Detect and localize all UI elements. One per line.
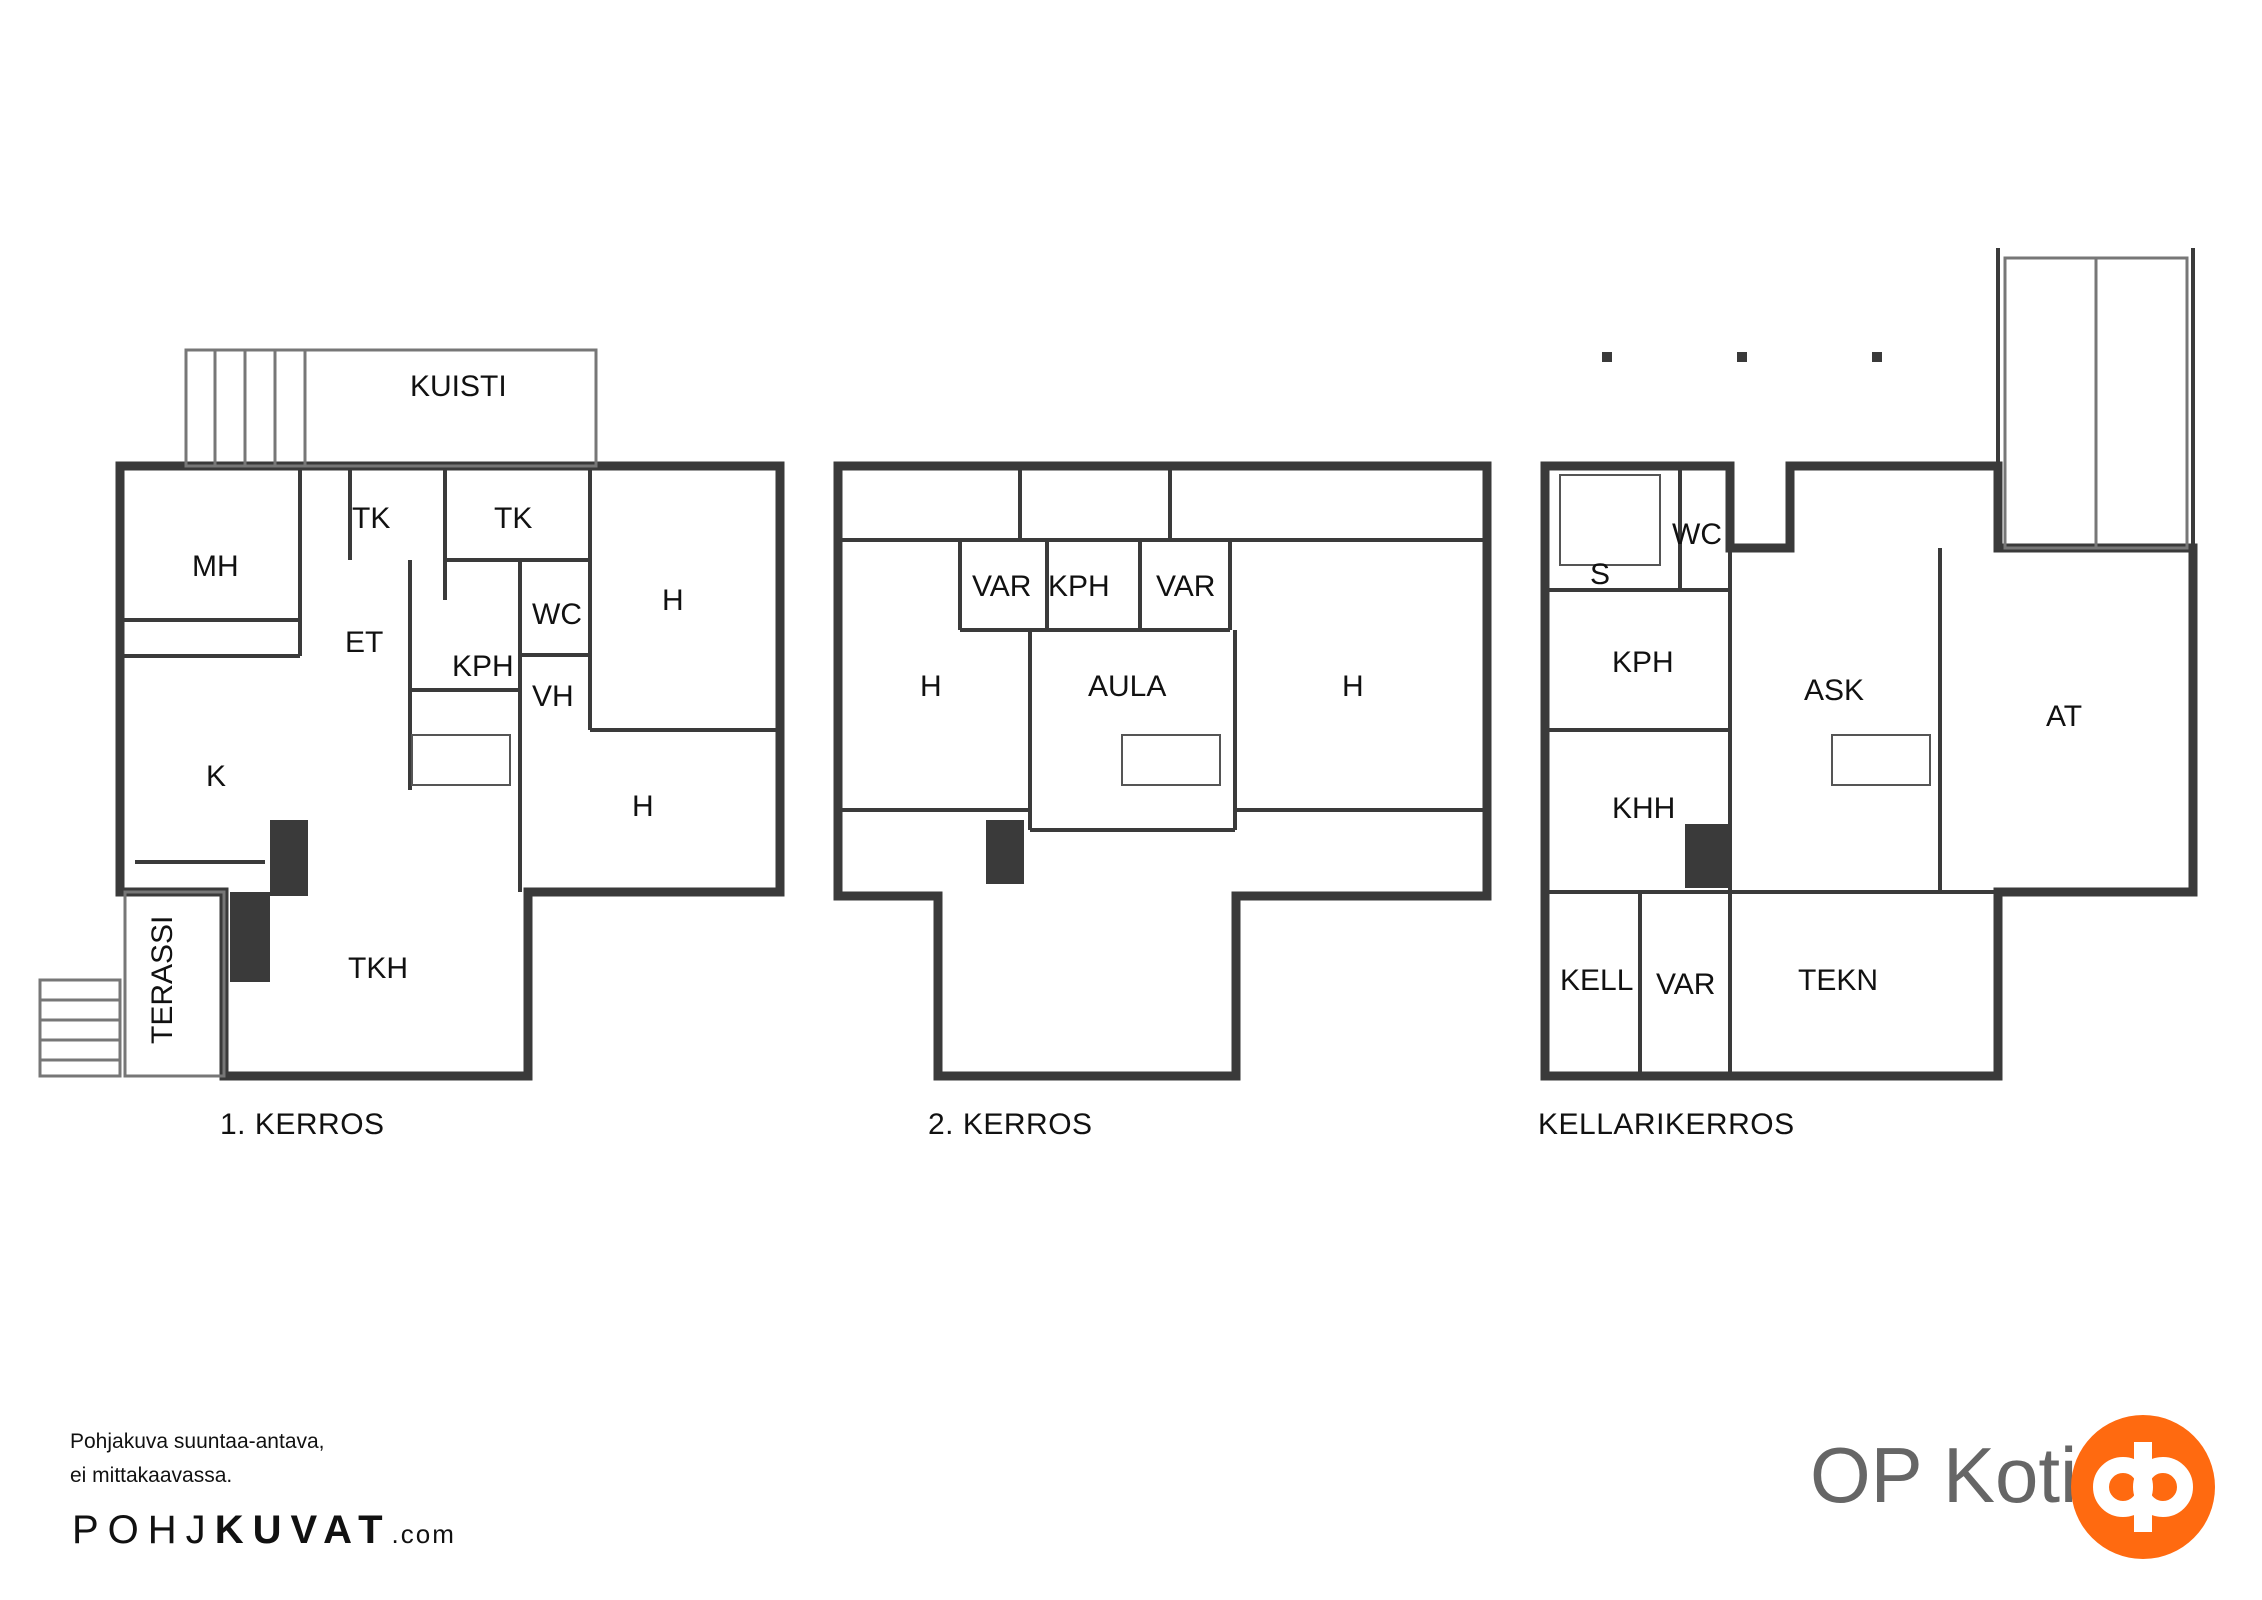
room-label: VH	[532, 680, 574, 713]
room-label: H	[1342, 670, 1364, 703]
brand-left: POHJ	[72, 1508, 215, 1552]
floor-title: 2. KERROS	[928, 1108, 1093, 1141]
room-label: KPH	[1048, 570, 1110, 603]
op-logo-icon	[2071, 1415, 2215, 1559]
room-label: AULA	[1088, 670, 1166, 703]
room-label: ASK	[1804, 674, 1864, 707]
room-label: H	[662, 584, 684, 617]
room-label: KELL	[1560, 964, 1633, 997]
room-label: KPH	[1612, 646, 1674, 679]
room-label: VAR	[972, 570, 1031, 603]
brand-right: KUVAT	[214, 1508, 392, 1552]
room-label: TEKN	[1798, 964, 1878, 997]
room-label: KHH	[1612, 792, 1675, 825]
room-label: VAR	[1156, 570, 1215, 603]
disclaimer-line-1: Pohjakuva suuntaa-antava,	[70, 1430, 325, 1453]
room-label: VAR	[1656, 968, 1715, 1001]
room-label: H	[632, 790, 654, 823]
room-label: KUISTI	[410, 370, 507, 403]
room-label: WC	[1672, 518, 1722, 551]
brand-suffix: .com	[391, 1519, 456, 1549]
room-label: TK	[352, 502, 390, 535]
room-label: TK	[494, 502, 532, 535]
room-label: K	[206, 760, 226, 793]
floor-title: 1. KERROS	[220, 1108, 385, 1141]
room-label: MH	[192, 550, 239, 583]
floor-title: KELLARIKERROS	[1538, 1108, 1795, 1141]
pohjakuvat-logo: POHJKUVAT.com	[72, 1508, 456, 1553]
disclaimer-line-2: ei mittakaavassa.	[70, 1464, 233, 1487]
room-label: S	[1590, 558, 1610, 591]
room-label: TERASSI	[146, 916, 179, 1044]
room-label: AT	[2046, 700, 2082, 733]
room-label: TKH	[348, 952, 408, 985]
room-label: ET	[345, 626, 383, 659]
room-label: KPH	[452, 650, 514, 683]
room-label: H	[920, 670, 942, 703]
room-label: WC	[532, 598, 582, 631]
op-koti-text: OP Koti	[1810, 1431, 2078, 1519]
